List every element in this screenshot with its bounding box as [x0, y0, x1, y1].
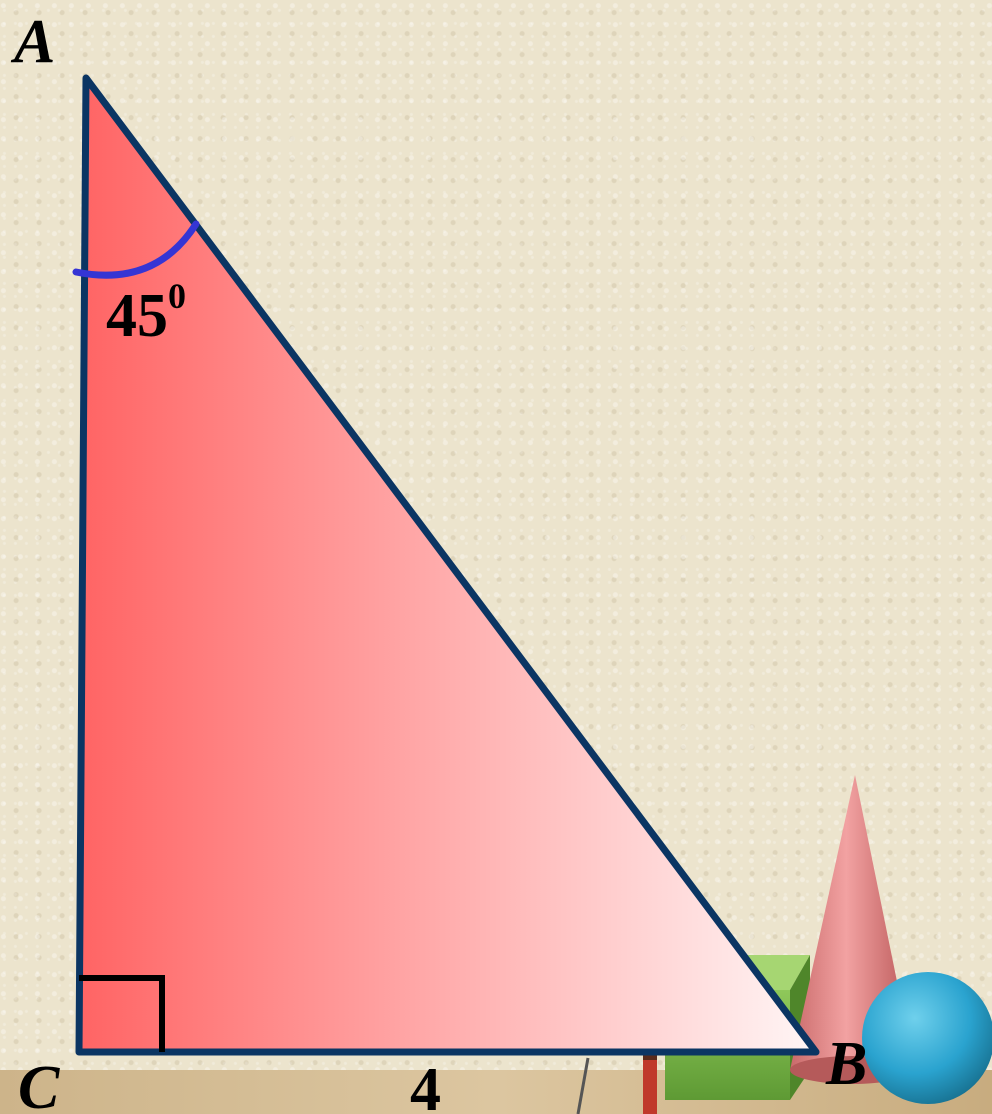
angle-arc-a [72, 220, 200, 279]
right-angle-mark [79, 975, 165, 1052]
triangle-abc [75, 74, 820, 1056]
vertex-label-b: B [825, 1030, 867, 1098]
sphere-shape [862, 972, 992, 1104]
pencil-tip [643, 1052, 657, 1060]
angle-value: 45 [106, 282, 168, 350]
vertex-label-c: C [18, 1054, 60, 1114]
right-triangle [72, 74, 820, 1056]
compass-leg [576, 1057, 590, 1114]
side-label-cb: 4 [410, 1056, 441, 1114]
vertex-label-a: A [10, 8, 55, 76]
angle-label: 450 [106, 276, 186, 350]
angle-superscript: 0 [168, 276, 186, 316]
pencil-shape [643, 1058, 657, 1114]
